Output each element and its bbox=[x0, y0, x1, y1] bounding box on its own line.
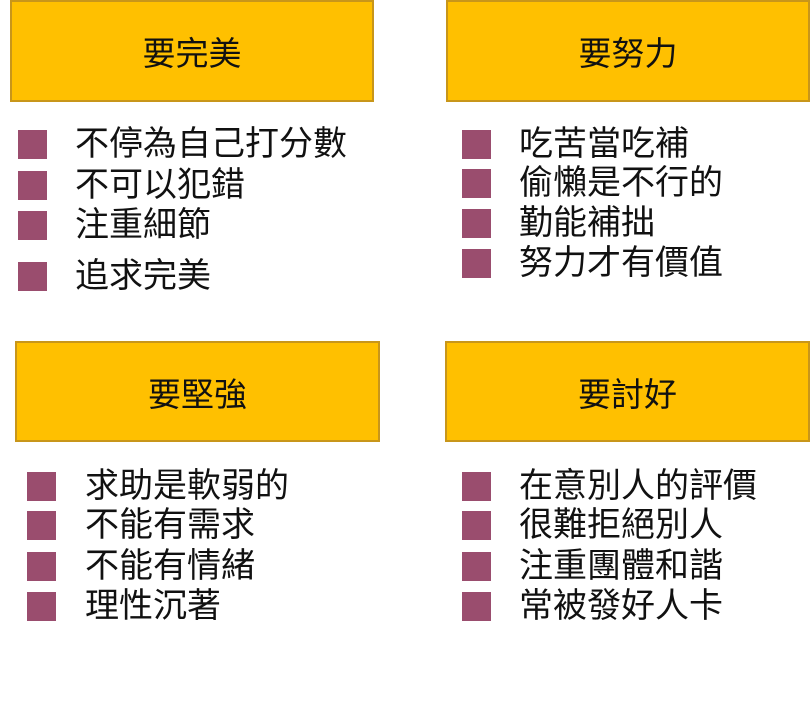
panel-title: 要完美 bbox=[142, 34, 242, 73]
square-bullet-icon bbox=[462, 168, 491, 198]
list-item: 吃苦當吃補 bbox=[462, 124, 689, 164]
list-item-text: 努力才有價值 bbox=[519, 243, 723, 283]
list-item: 求助是軟弱的 bbox=[27, 466, 289, 506]
panel-title: 要堅強 bbox=[148, 374, 247, 414]
list-item-text: 不可以犯錯 bbox=[75, 165, 245, 205]
square-bullet-icon bbox=[462, 551, 491, 581]
list-item-text: 求助是軟弱的 bbox=[85, 466, 289, 506]
square-bullet-icon bbox=[18, 261, 47, 291]
list-item: 理性沉著 bbox=[27, 586, 221, 626]
square-bullet-icon bbox=[462, 471, 491, 501]
list-item: 不停為自己打分數 bbox=[18, 124, 347, 164]
list-item-text: 理性沉著 bbox=[85, 586, 221, 626]
panel-title: 要努力 bbox=[578, 34, 678, 73]
list-item-text: 不能有情緒 bbox=[85, 546, 255, 586]
panel-header-perfect: 要完美 bbox=[10, 0, 374, 102]
list-item-text: 追求完美 bbox=[75, 256, 211, 296]
list-item-text: 注重團體和諧 bbox=[519, 546, 723, 586]
square-bullet-icon bbox=[27, 510, 56, 540]
square-bullet-icon bbox=[462, 591, 491, 621]
list-item-text: 注重細節 bbox=[75, 205, 211, 245]
square-bullet-icon bbox=[462, 208, 491, 238]
list-item: 不可以犯錯 bbox=[18, 165, 245, 205]
square-bullet-icon bbox=[27, 591, 56, 621]
list-item-text: 常被發好人卡 bbox=[519, 586, 723, 626]
list-item: 注重團體和諧 bbox=[462, 546, 723, 586]
list-item-text: 不能有需求 bbox=[85, 505, 255, 545]
square-bullet-icon bbox=[27, 471, 56, 501]
list-item: 注重細節 bbox=[18, 205, 211, 245]
list-item: 勤能補拙 bbox=[462, 203, 655, 243]
square-bullet-icon bbox=[462, 129, 491, 159]
list-item: 不能有需求 bbox=[27, 505, 255, 545]
list-item: 追求完美 bbox=[18, 256, 211, 296]
panel-header-please: 要討好 bbox=[445, 341, 810, 442]
panel-header-strong: 要堅強 bbox=[15, 341, 380, 442]
list-item: 常被發好人卡 bbox=[462, 586, 723, 626]
square-bullet-icon bbox=[18, 129, 47, 159]
list-item: 很難拒絕別人 bbox=[462, 505, 723, 545]
list-item-text: 吃苦當吃補 bbox=[519, 124, 689, 164]
panel-header-effort: 要努力 bbox=[446, 0, 810, 102]
square-bullet-icon bbox=[18, 210, 47, 240]
square-bullet-icon bbox=[27, 551, 56, 581]
list-item: 在意別人的評價 bbox=[462, 466, 757, 506]
square-bullet-icon bbox=[462, 510, 491, 540]
list-item-text: 勤能補拙 bbox=[519, 203, 655, 243]
list-item: 努力才有價值 bbox=[462, 243, 723, 283]
list-item: 不能有情緒 bbox=[27, 546, 255, 586]
list-item-text: 不停為自己打分數 bbox=[75, 124, 347, 164]
list-item-text: 偷懶是不行的 bbox=[519, 163, 723, 203]
list-item: 偷懶是不行的 bbox=[462, 163, 723, 203]
list-item-text: 很難拒絕別人 bbox=[519, 505, 723, 545]
panel-title: 要討好 bbox=[578, 374, 677, 414]
square-bullet-icon bbox=[18, 170, 47, 200]
square-bullet-icon bbox=[462, 248, 491, 278]
list-item-text: 在意別人的評價 bbox=[519, 466, 757, 506]
